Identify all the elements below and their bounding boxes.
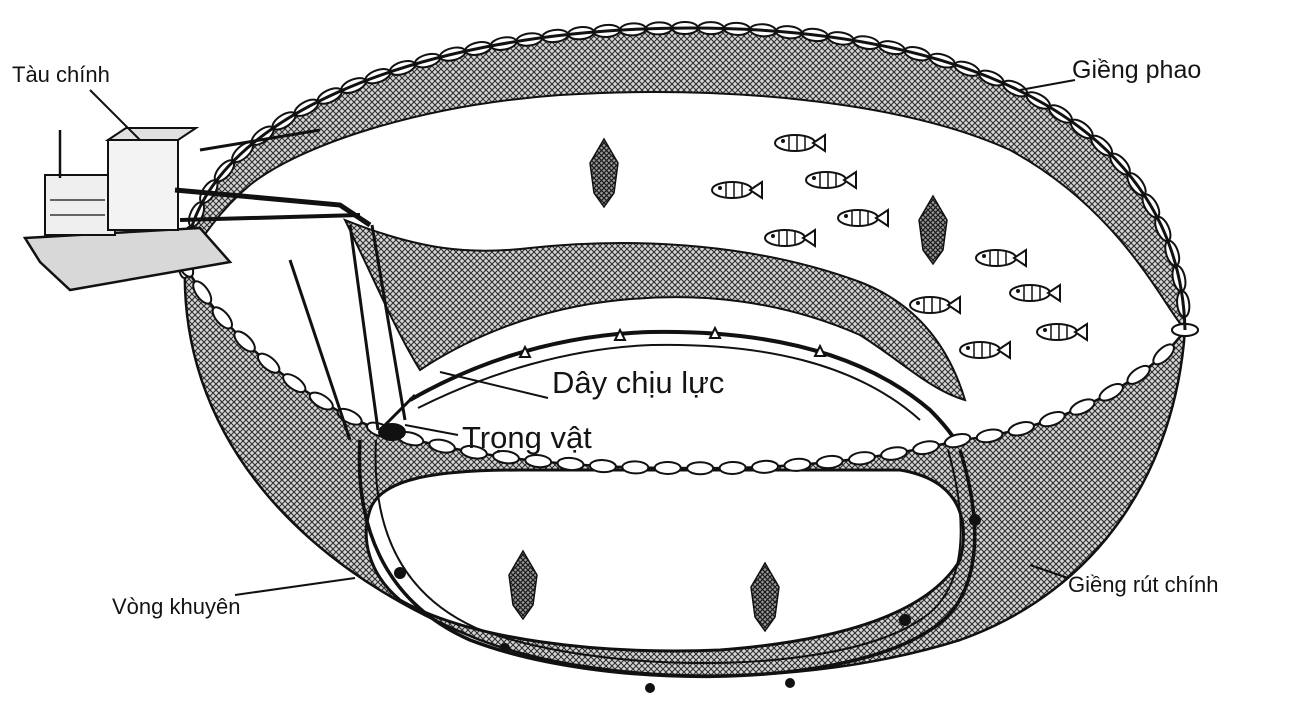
- label-sinker-weight: Trọng vật: [462, 420, 592, 455]
- float-icon: [752, 460, 779, 473]
- label-main-vessel: Tàu chính: [12, 62, 110, 87]
- label-load-bearing-rope: Dây chịu lực: [552, 365, 724, 400]
- float-icon: [719, 462, 745, 475]
- ship-icon: [25, 228, 230, 290]
- float-icon: [622, 461, 648, 474]
- float-icon: [687, 462, 713, 474]
- float-icon: [590, 459, 617, 472]
- float-icon: [655, 462, 681, 474]
- label-float-line: Giềng phao: [1072, 56, 1201, 84]
- label-main-purse-line: Giềng rút chính: [1068, 572, 1218, 597]
- label-purse-ring: Vòng khuyên: [112, 594, 240, 619]
